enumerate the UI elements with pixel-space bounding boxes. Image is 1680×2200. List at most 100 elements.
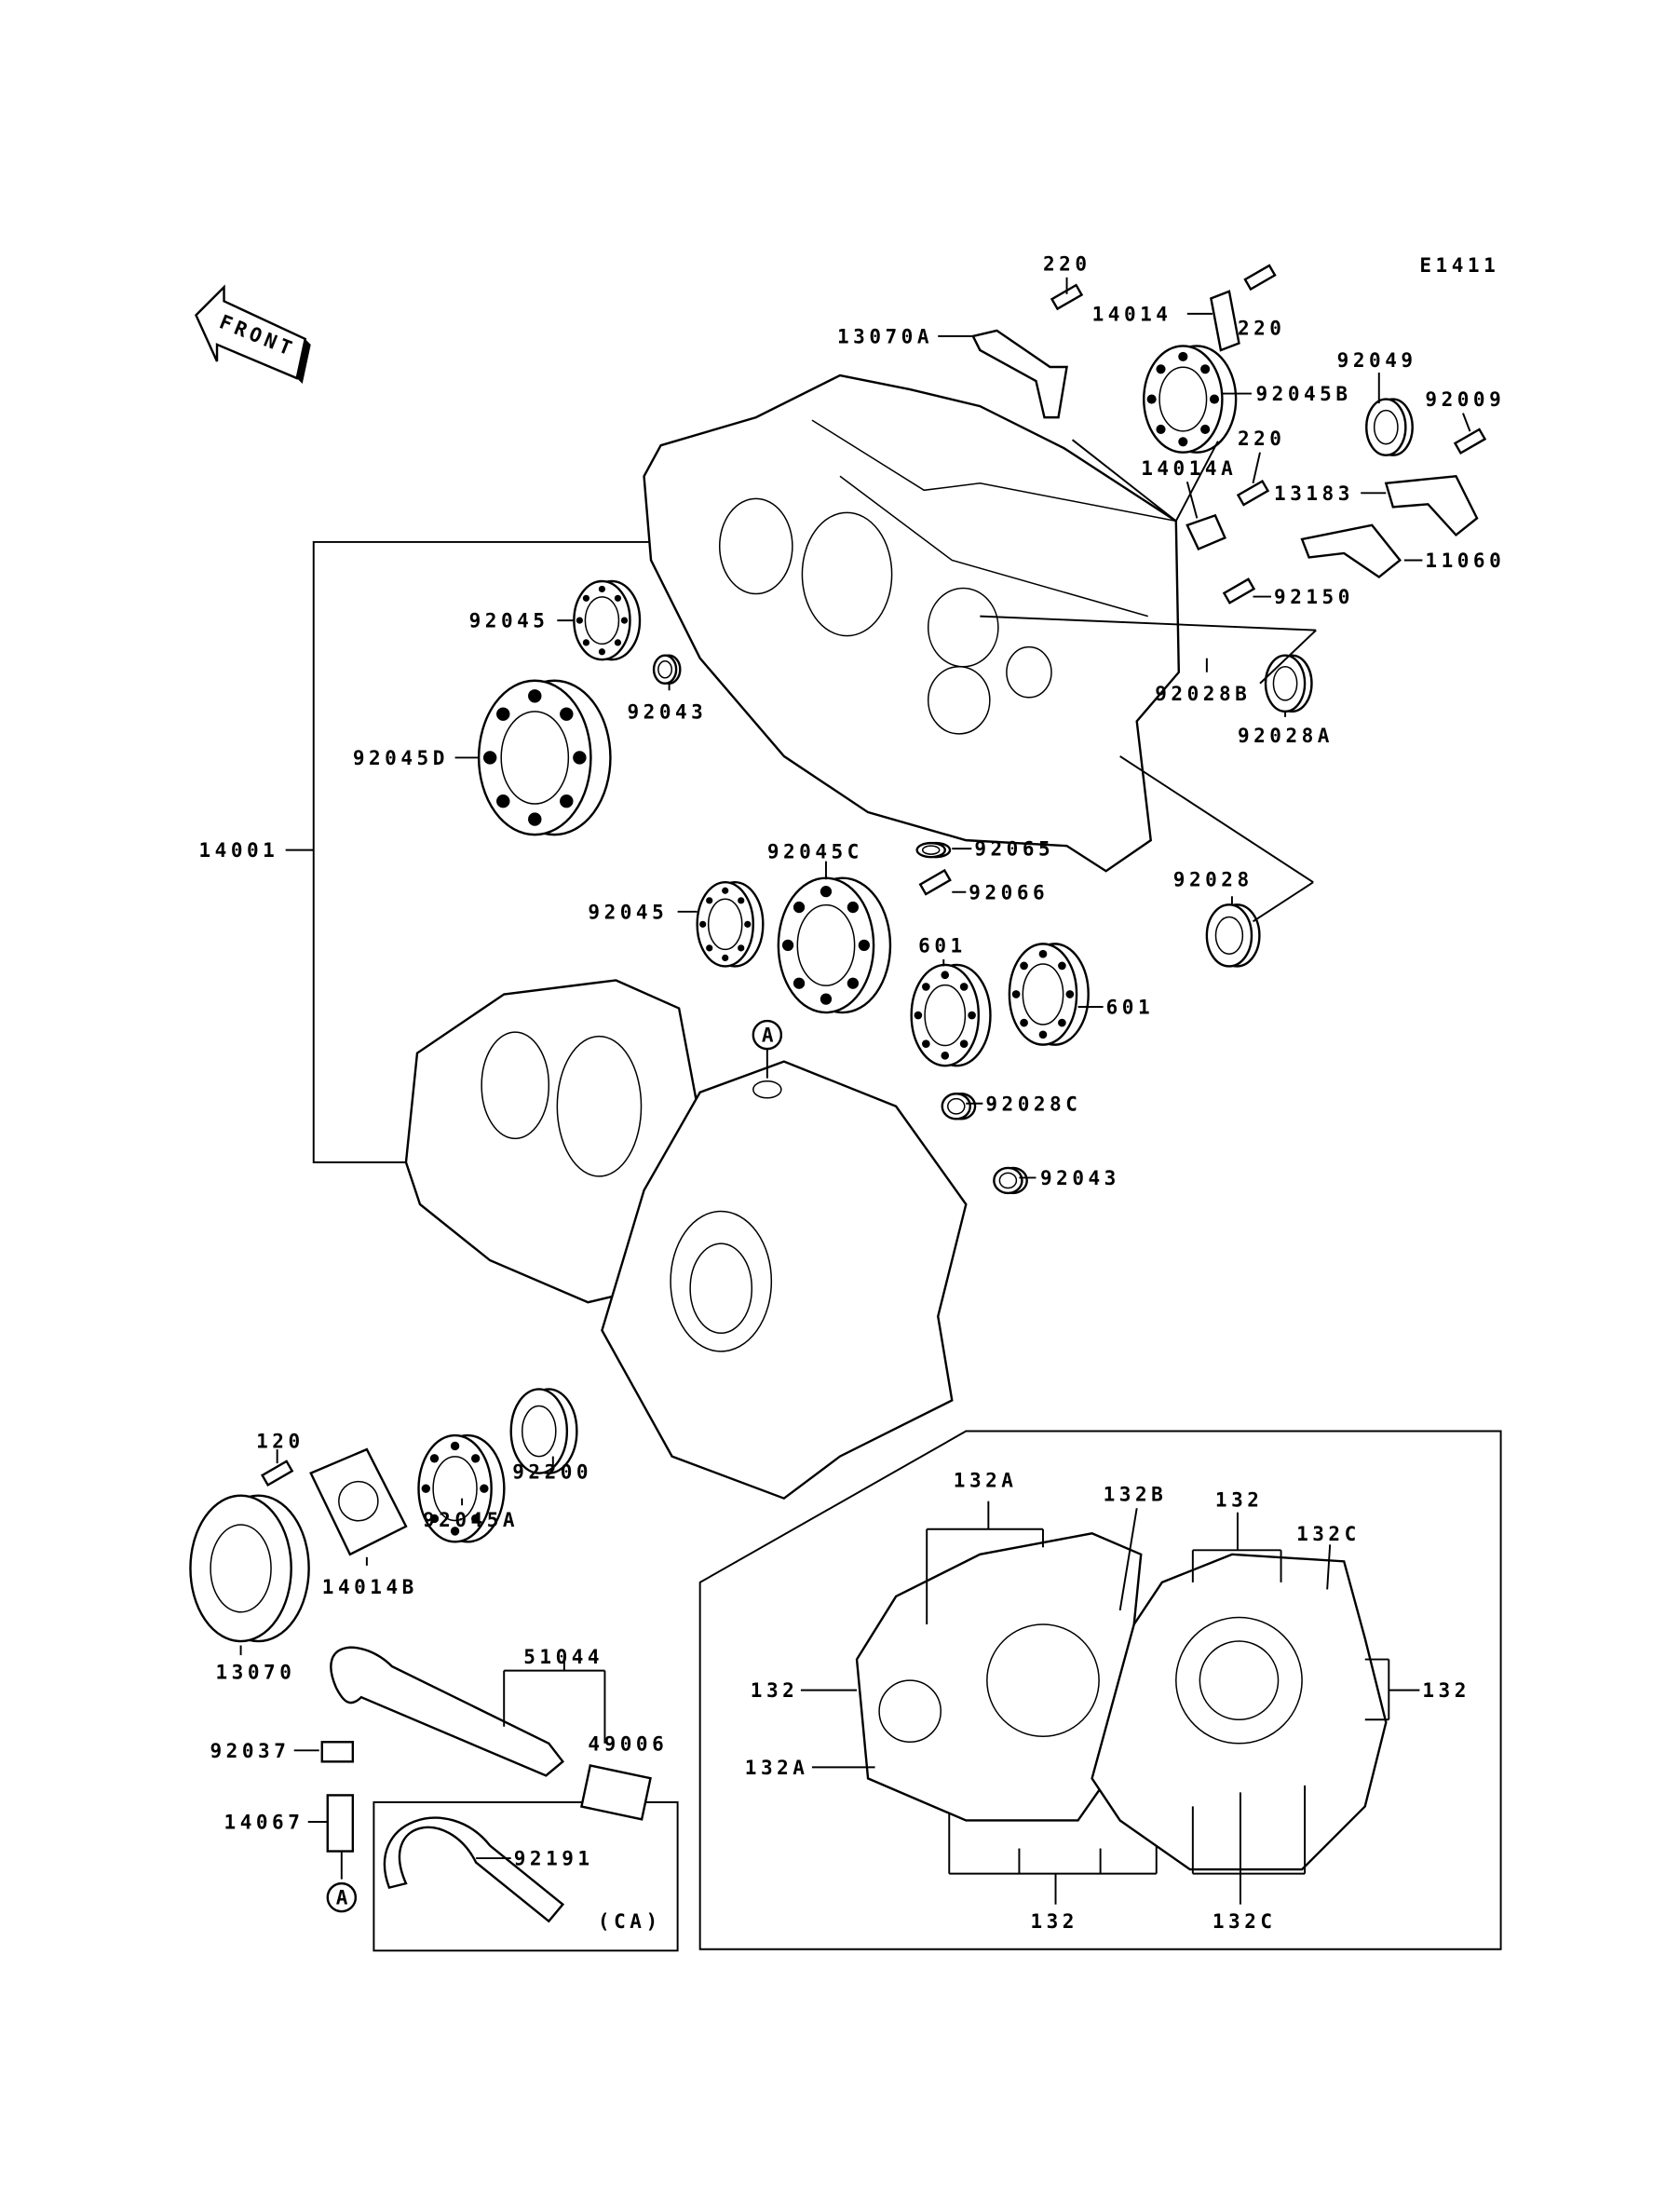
callout-92028: 92028	[1173, 868, 1253, 891]
hose-51044	[330, 1646, 564, 1777]
leader-line	[1174, 441, 1219, 522]
clamp-92037	[320, 1741, 355, 1763]
joint-14067	[326, 1794, 355, 1853]
callout-11060: 11060	[1425, 549, 1505, 572]
callout-92045c: 92045C	[767, 840, 863, 863]
callout-92045: 92045	[469, 609, 549, 632]
plate-11060	[1300, 523, 1402, 578]
callout-220: 220	[1238, 316, 1286, 339]
reference-markers: AA	[326, 1019, 783, 1913]
leader-line	[1118, 1508, 1138, 1611]
seal-ring	[915, 841, 952, 859]
seal-ring	[941, 1093, 977, 1120]
leader-line	[1252, 452, 1261, 483]
bearing	[777, 876, 892, 1014]
callout-labels: E1411 2201401422013070A92045B92049920092…	[198, 251, 1505, 1933]
callout-92066: 92066	[969, 880, 1049, 903]
callout-14014a: 14014A	[1141, 456, 1237, 480]
callout-220: 220	[1238, 427, 1286, 450]
front-arrow-icon: FRONT	[195, 284, 311, 385]
callout-13070: 13070	[216, 1661, 296, 1684]
callout-92028c: 92028C	[985, 1092, 1081, 1115]
bolt-icon	[260, 1460, 294, 1487]
leader-14001	[312, 540, 653, 1163]
bearing	[696, 881, 765, 968]
leader-line	[1259, 629, 1317, 685]
callout-132a: 132A	[954, 1469, 1018, 1492]
bolt-icon	[1236, 479, 1270, 507]
callout-92200: 92200	[512, 1460, 592, 1484]
plate-14014	[1210, 290, 1240, 352]
cover-14014B	[309, 1447, 408, 1556]
callout-601: 601	[1106, 996, 1155, 1019]
inset-case-right	[1091, 1553, 1388, 1871]
callout-120: 120	[256, 1430, 305, 1453]
callout-132b: 132B	[1104, 1483, 1168, 1506]
ca-variant-box	[373, 1800, 679, 1952]
bearing	[910, 963, 992, 1067]
callout-92045d: 92045D	[353, 746, 449, 769]
leader-line	[1462, 413, 1471, 432]
callout-51044: 51044	[523, 1645, 603, 1668]
hose-92191	[383, 1816, 565, 1923]
callout-92043: 92043	[627, 699, 707, 723]
crankcase-upper	[643, 373, 1181, 873]
leader-line	[1185, 482, 1199, 519]
diagram-code: E1411	[1419, 253, 1499, 277]
callout-49006: 49006	[588, 1731, 668, 1755]
leader-line	[1326, 1544, 1332, 1590]
bolt-icon	[1222, 577, 1256, 604]
seal-ring	[189, 1494, 310, 1643]
bolt-icon	[918, 868, 952, 896]
reference-marker-label: A	[336, 1886, 352, 1909]
callout-92045a: 92045A	[423, 1508, 519, 1531]
seal-ring	[993, 1166, 1028, 1195]
callout-92037: 92037	[210, 1739, 291, 1762]
callout-92191: 92191	[514, 1847, 594, 1870]
callout-92028b: 92028B	[1155, 682, 1251, 705]
leader-line	[980, 615, 1317, 631]
callout-14014b: 14014B	[322, 1575, 418, 1598]
leader-line	[1252, 881, 1314, 923]
callout-132: 132	[751, 1678, 799, 1702]
pipe-49006	[580, 1764, 652, 1821]
seal-ring	[509, 1388, 578, 1474]
callout-13070a: 13070A	[837, 324, 933, 347]
callout-132: 132	[1215, 1488, 1264, 1512]
bolt-icon	[1453, 428, 1487, 455]
callout-92009: 92009	[1425, 387, 1505, 411]
callout-132: 132	[1422, 1678, 1470, 1702]
crankcase-lower-right	[601, 1060, 968, 1501]
bolt-icon	[1050, 283, 1084, 311]
inset-frame	[698, 1430, 1502, 1950]
bracket-13070A	[971, 329, 1068, 419]
callout-132: 132	[1030, 1909, 1078, 1933]
bearing	[1143, 345, 1238, 454]
callout-92045b: 92045B	[1255, 382, 1351, 405]
reference-marker-label: A	[762, 1024, 778, 1047]
plate-14014A	[1185, 513, 1227, 550]
bearing	[573, 579, 642, 661]
callout-92045: 92045	[588, 900, 668, 923]
bearing	[417, 1433, 506, 1543]
seal-ring	[1205, 903, 1261, 968]
leader-lines	[239, 277, 1471, 1905]
bearing	[1008, 943, 1090, 1046]
leader-line	[1071, 439, 1177, 523]
crankcase-drawing: FRONT	[195, 284, 1502, 1952]
callout-14067: 14067	[224, 1810, 305, 1833]
callout-92043: 92043	[1040, 1166, 1120, 1189]
callout-92028a: 92028A	[1238, 724, 1334, 747]
callout-220: 220	[1043, 251, 1091, 275]
callout-ca: (CA)	[598, 1909, 662, 1933]
callout-601: 601	[918, 933, 967, 957]
seal-ring	[1365, 398, 1414, 456]
reference-circle	[326, 1881, 358, 1913]
seal-ring	[1264, 654, 1313, 713]
callout-132c: 132C	[1213, 1909, 1277, 1933]
callout-14014: 14014	[1092, 302, 1172, 325]
callout-92065: 92065	[974, 837, 1054, 861]
leader-line	[1119, 755, 1314, 884]
callout-14001: 14001	[198, 838, 278, 862]
